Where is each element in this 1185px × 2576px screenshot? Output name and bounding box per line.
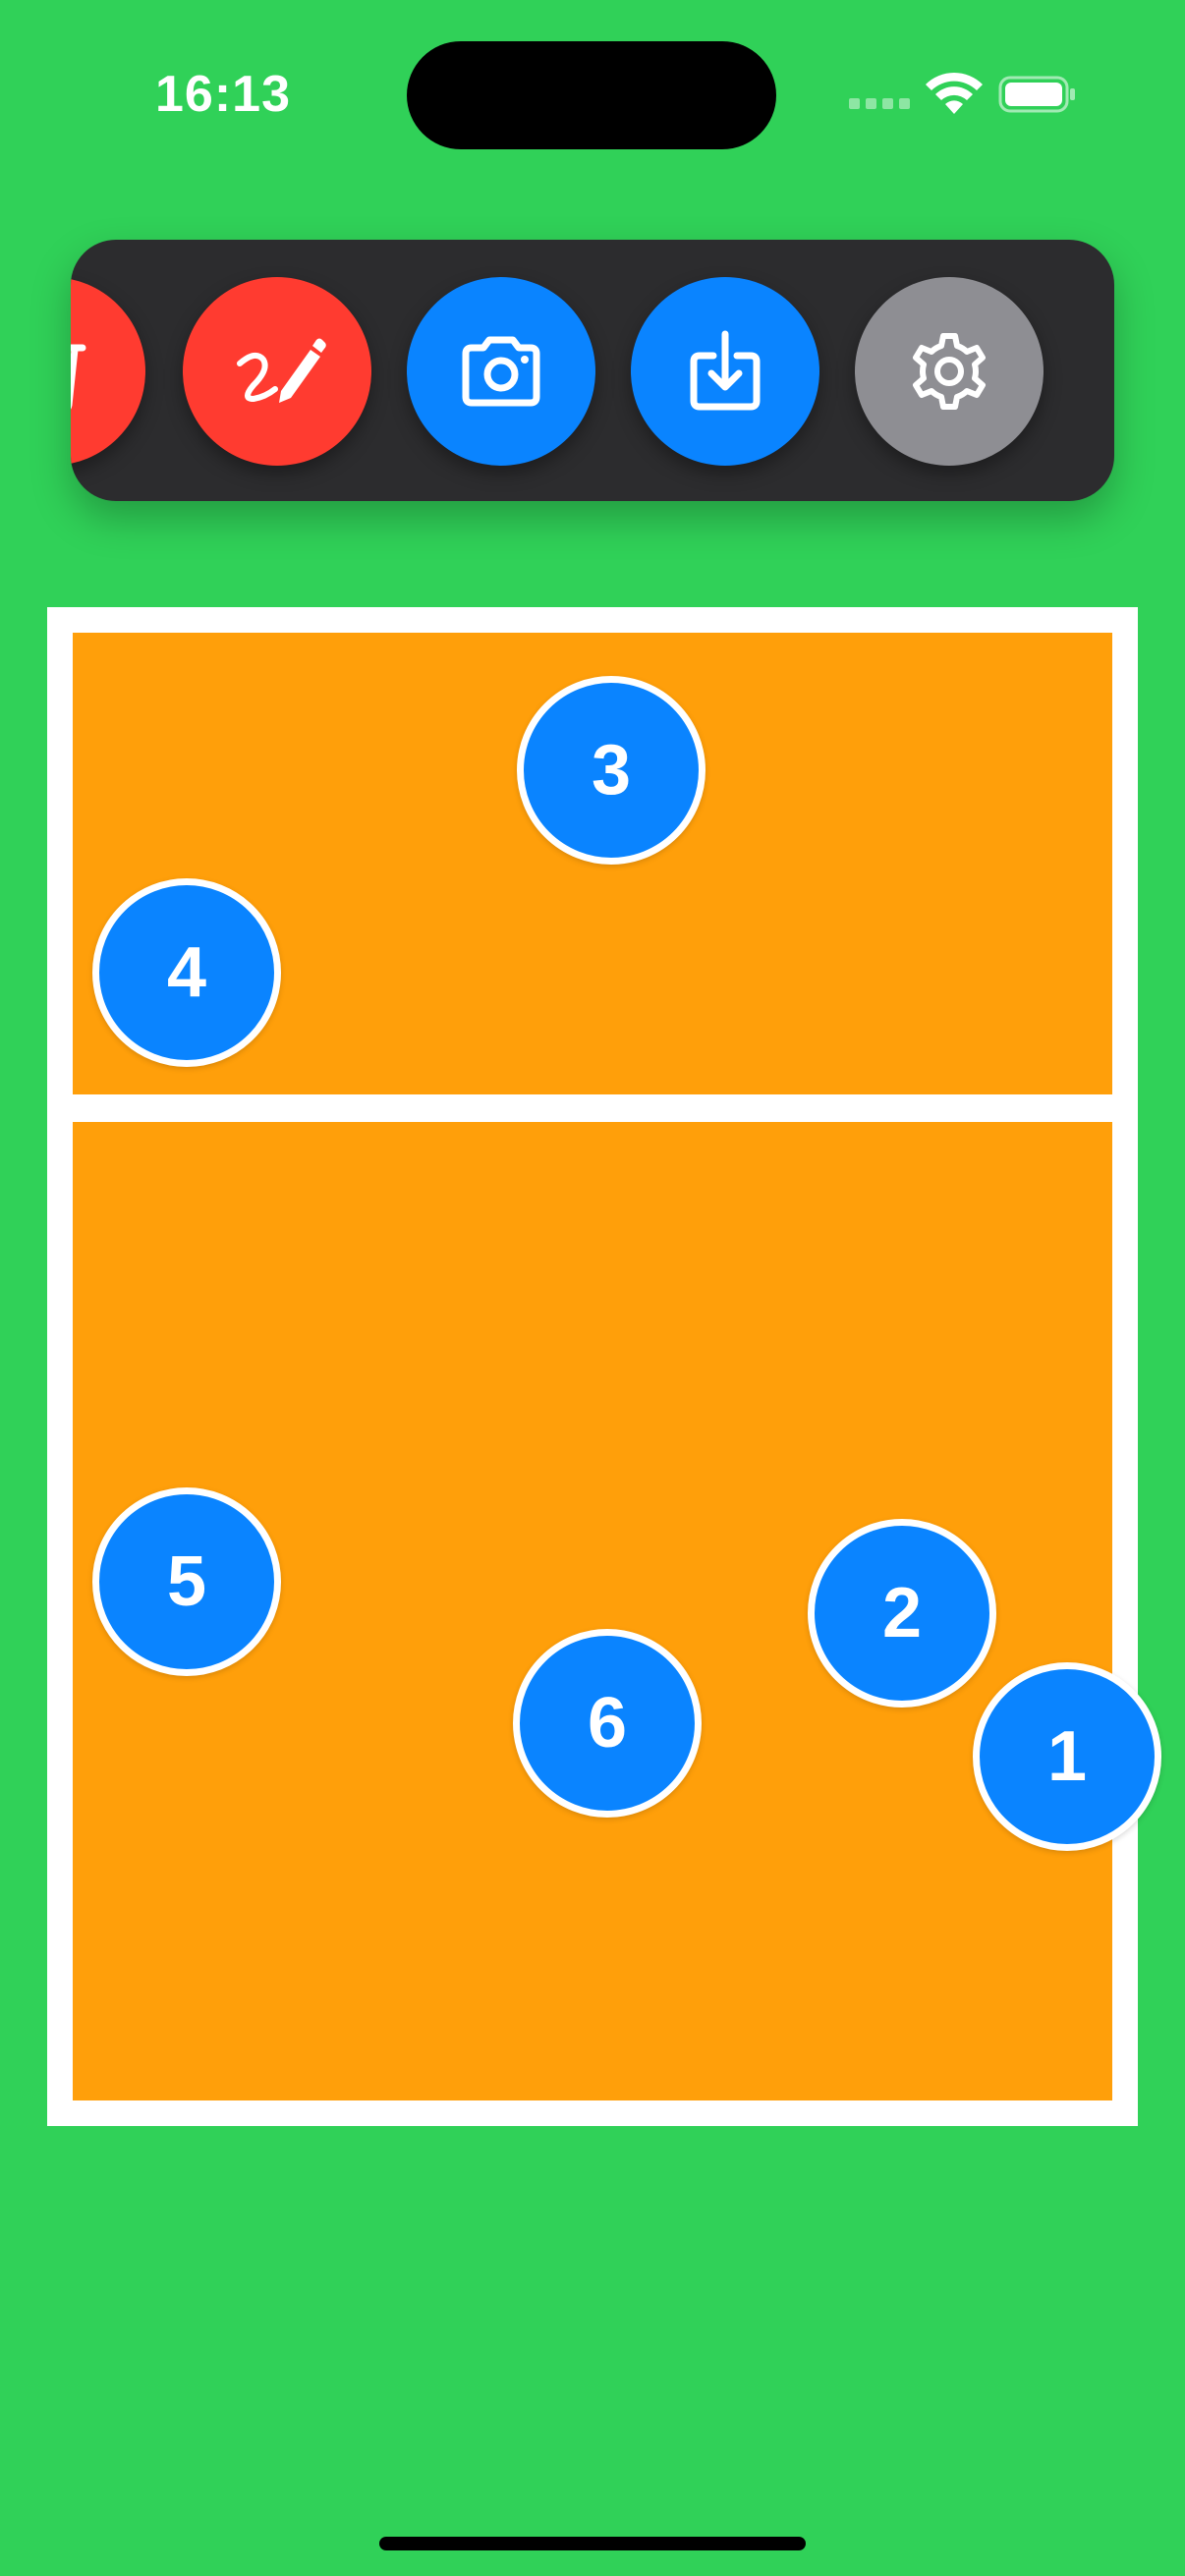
wifi-icon [926, 72, 983, 114]
cellular-signal-icon [849, 98, 910, 109]
camera-icon [462, 336, 540, 407]
save-button[interactable] [631, 277, 819, 466]
settings-button[interactable] [855, 277, 1044, 466]
player-1[interactable]: 1 [973, 1662, 1161, 1851]
download-tray-icon [690, 330, 761, 411]
trash-button[interactable] [71, 277, 145, 466]
player-5[interactable]: 5 [92, 1487, 281, 1676]
home-indicator[interactable] [379, 2537, 806, 2550]
trash-icon [71, 344, 86, 410]
status-time: 16:13 [155, 66, 291, 123]
camera-button[interactable] [407, 277, 595, 466]
player-3[interactable]: 3 [517, 676, 705, 865]
player-6[interactable]: 6 [513, 1629, 702, 1818]
battery-icon [998, 76, 1075, 113]
draw-button[interactable] [183, 277, 371, 466]
player-4[interactable]: 4 [92, 878, 281, 1067]
gear-icon [913, 333, 986, 410]
player-2[interactable]: 2 [808, 1519, 996, 1708]
scribble-pencil-icon [237, 338, 326, 403]
toolbar[interactable] [71, 240, 1114, 501]
dynamic-island [407, 41, 776, 149]
